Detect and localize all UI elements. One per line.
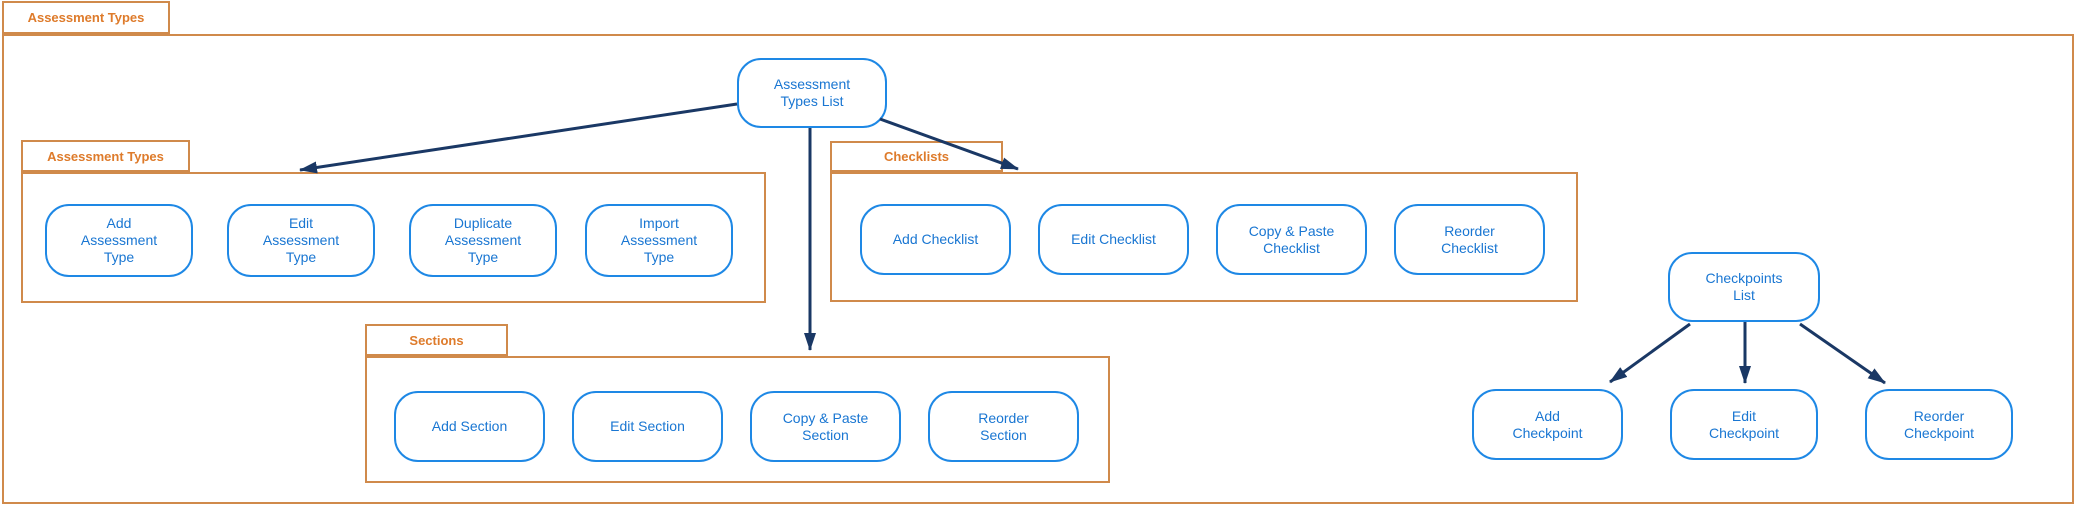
- button-reorder-checkpoint-label: Reorder Checkpoint: [1903, 407, 1975, 441]
- node-assessment-types-list[interactable]: Assessment Types List: [737, 58, 887, 128]
- button-edit-checklist-label: Edit Checklist: [1071, 231, 1156, 247]
- button-add-checklist[interactable]: Add Checklist: [860, 204, 1011, 275]
- button-reorder-section[interactable]: Reorder Section: [928, 391, 1079, 462]
- outer-container-title: Assessment Types: [27, 10, 145, 25]
- node-checkpoints-list-label: Checkpoints List: [1705, 270, 1783, 303]
- button-import-assessment-type-label: Import Assessment Type: [620, 215, 698, 265]
- button-edit-assessment-type[interactable]: Edit Assessment Type: [227, 204, 375, 277]
- button-import-assessment-type[interactable]: Import Assessment Type: [585, 204, 733, 277]
- button-add-assessment-type[interactable]: Add Assessment Type: [45, 204, 193, 277]
- button-reorder-checkpoint[interactable]: Reorder Checkpoint: [1865, 389, 2013, 460]
- button-add-checkpoint[interactable]: Add Checkpoint: [1472, 389, 1623, 460]
- group-sections-title: Sections: [409, 332, 464, 348]
- outer-container-frame[interactable]: [2, 34, 2074, 504]
- button-edit-checkpoint-label: Edit Checkpoint: [1708, 407, 1780, 441]
- button-add-assessment-type-label: Add Assessment Type: [80, 215, 158, 265]
- button-edit-section[interactable]: Edit Section: [572, 391, 723, 462]
- button-copy-paste-section-label: Copy & Paste Section: [782, 409, 869, 443]
- button-add-section[interactable]: Add Section: [394, 391, 545, 462]
- button-duplicate-assessment-type[interactable]: Duplicate Assessment Type: [409, 204, 557, 277]
- button-copy-paste-checklist-label: Copy & Paste Checklist: [1248, 222, 1335, 256]
- button-reorder-section-label: Reorder Section: [978, 409, 1029, 443]
- group-checklists-title: Checklists: [883, 149, 950, 164]
- button-add-section-label: Add Section: [431, 418, 508, 434]
- outer-container-tab[interactable]: Assessment Types: [2, 1, 170, 34]
- group-checklists-tab[interactable]: Checklists: [830, 141, 1003, 172]
- button-add-checkpoint-label: Add Checkpoint: [1512, 407, 1583, 441]
- button-copy-paste-checklist[interactable]: Copy & Paste Checklist: [1216, 204, 1367, 275]
- button-add-checklist-label: Add Checklist: [892, 231, 979, 247]
- node-assessment-types-list-label: Assessment Types List: [773, 76, 851, 109]
- button-reorder-checklist[interactable]: Reorder Checklist: [1394, 204, 1545, 275]
- group-assessment-types-tab[interactable]: Assessment Types: [21, 140, 190, 172]
- node-checkpoints-list[interactable]: Checkpoints List: [1668, 252, 1820, 322]
- group-sections-frame[interactable]: Add Section Edit Section Copy & Paste Se…: [365, 356, 1110, 483]
- group-sections-tab[interactable]: Sections: [365, 324, 508, 356]
- button-copy-paste-section[interactable]: Copy & Paste Section: [750, 391, 901, 462]
- group-checklists-frame[interactable]: Add Checklist Edit Checklist Copy & Past…: [830, 172, 1578, 302]
- button-edit-section-label: Edit Section: [610, 418, 685, 434]
- group-assessment-types-title: Assessment Types: [47, 148, 164, 164]
- button-reorder-checklist-label: Reorder Checklist: [1441, 222, 1498, 256]
- button-edit-assessment-type-label: Edit Assessment Type: [262, 215, 340, 265]
- button-duplicate-assessment-type-label: Duplicate Assessment Type: [444, 215, 522, 265]
- button-edit-checkpoint[interactable]: Edit Checkpoint: [1670, 389, 1818, 460]
- button-edit-checklist[interactable]: Edit Checklist: [1038, 204, 1189, 275]
- group-assessment-types-frame[interactable]: Add Assessment Type Edit Assessment Type…: [21, 172, 766, 303]
